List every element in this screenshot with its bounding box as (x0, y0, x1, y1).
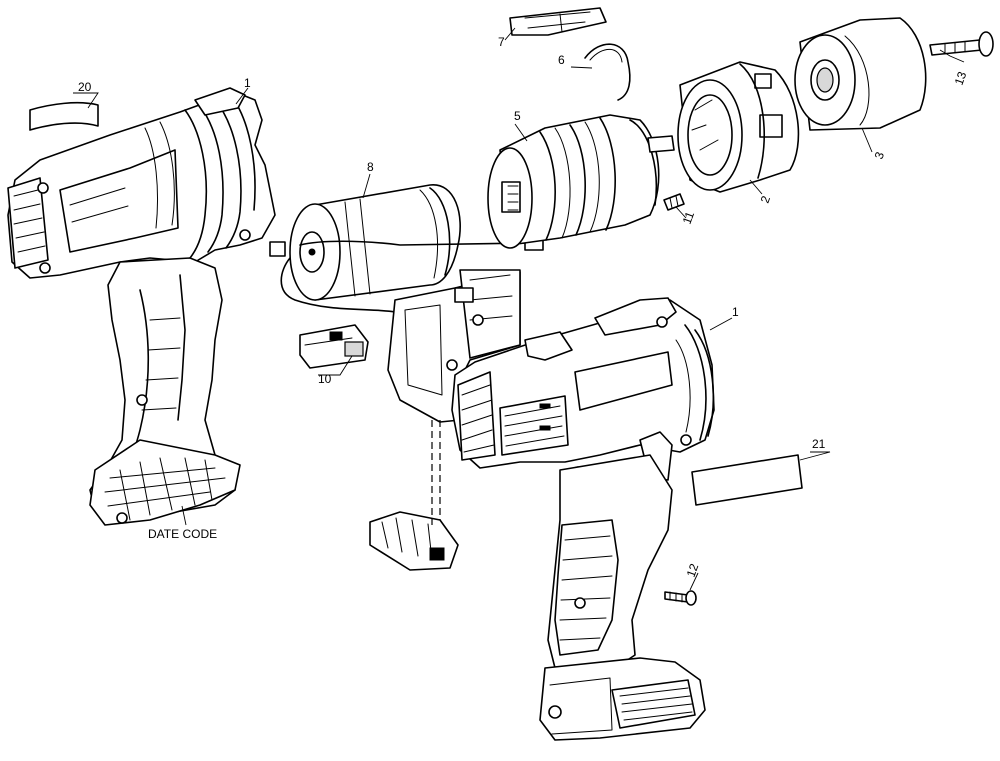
label-sticker-part-20 (29, 101, 99, 131)
left-housing-half (7, 87, 276, 526)
callout-1-right: 1 (732, 305, 739, 319)
callout-1-left: 1 (244, 76, 251, 90)
screw-part-12 (664, 590, 697, 606)
switch-assembly (387, 269, 521, 423)
label-plate-part-21 (691, 454, 803, 506)
callout-11: 11 (680, 209, 698, 226)
clip-part-6 (584, 43, 631, 101)
leader-lines (73, 27, 965, 591)
motor-part-8 (269, 184, 544, 313)
callout-13: 13 (952, 69, 970, 87)
callout-8: 8 (367, 160, 374, 174)
chuck-screw-part-13 (929, 31, 994, 57)
ring-collar-part-2 (677, 61, 800, 193)
right-housing-half (451, 297, 715, 741)
screw-part-11 (663, 193, 685, 211)
callout-20: 20 (78, 80, 92, 94)
chuck-part-3 (794, 17, 927, 131)
callout-2: 2 (758, 194, 774, 205)
callout-21: 21 (812, 437, 826, 451)
callout-5: 5 (514, 109, 521, 123)
callout-numbers: 20 1 7 6 5 8 1 11 2 3 13 10 21 12 DATE C… (78, 35, 969, 579)
callout-3: 3 (872, 150, 888, 161)
callout-7: 7 (498, 35, 505, 49)
assembly-guide-lines (431, 420, 441, 525)
connector-part-10 (299, 324, 369, 369)
switch-button-part-7 (509, 7, 607, 36)
date-code-label: DATE CODE (148, 527, 217, 541)
callout-10: 10 (318, 372, 332, 386)
terminal-block (369, 511, 459, 571)
callout-12: 12 (684, 561, 702, 579)
callout-6: 6 (558, 53, 565, 67)
transmission-part-5 (487, 114, 675, 249)
